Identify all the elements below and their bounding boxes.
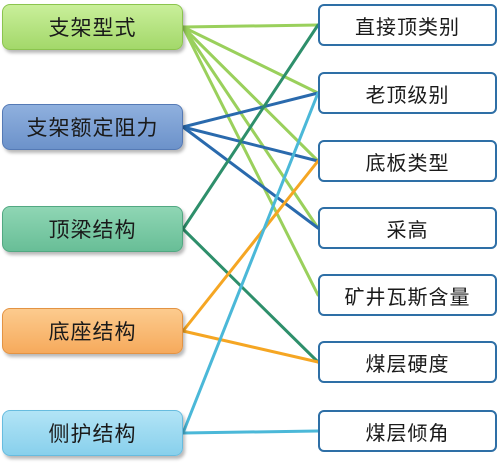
right-node-mining-height: 采高	[318, 207, 497, 249]
connection-line	[181, 25, 320, 95]
connection-line	[181, 429, 320, 435]
right-node-seam-dip-angle: 煤层倾角	[318, 410, 497, 452]
connection-line	[181, 25, 320, 163]
right-node-floor-type: 底板类型	[318, 140, 497, 182]
connection-line	[181, 125, 320, 230]
connection-line	[181, 23, 320, 29]
left-node-base-structure: 底座结构	[2, 308, 183, 354]
right-node-immediate-roof-class: 直接顶类别	[318, 4, 497, 46]
connection-line	[181, 25, 320, 297]
right-node-gas-content: 矿井瓦斯含量	[318, 274, 497, 316]
connection-line	[181, 125, 320, 163]
right-node-main-roof-grade: 老顶级别	[318, 72, 497, 114]
connection-line	[181, 23, 320, 231]
right-node-coal-hardness: 煤层硬度	[318, 341, 497, 383]
left-node-side-guard-structure: 侧护结构	[2, 410, 183, 456]
left-node-canopy-structure: 顶梁结构	[2, 206, 183, 252]
left-node-rated-resistance: 支架额定阻力	[2, 104, 183, 150]
left-node-support-type: 支架型式	[2, 4, 183, 50]
connection-line	[181, 227, 320, 364]
connection-line	[181, 329, 320, 364]
connection-line	[181, 91, 320, 129]
connection-line	[181, 91, 320, 435]
connection-line	[181, 159, 320, 333]
